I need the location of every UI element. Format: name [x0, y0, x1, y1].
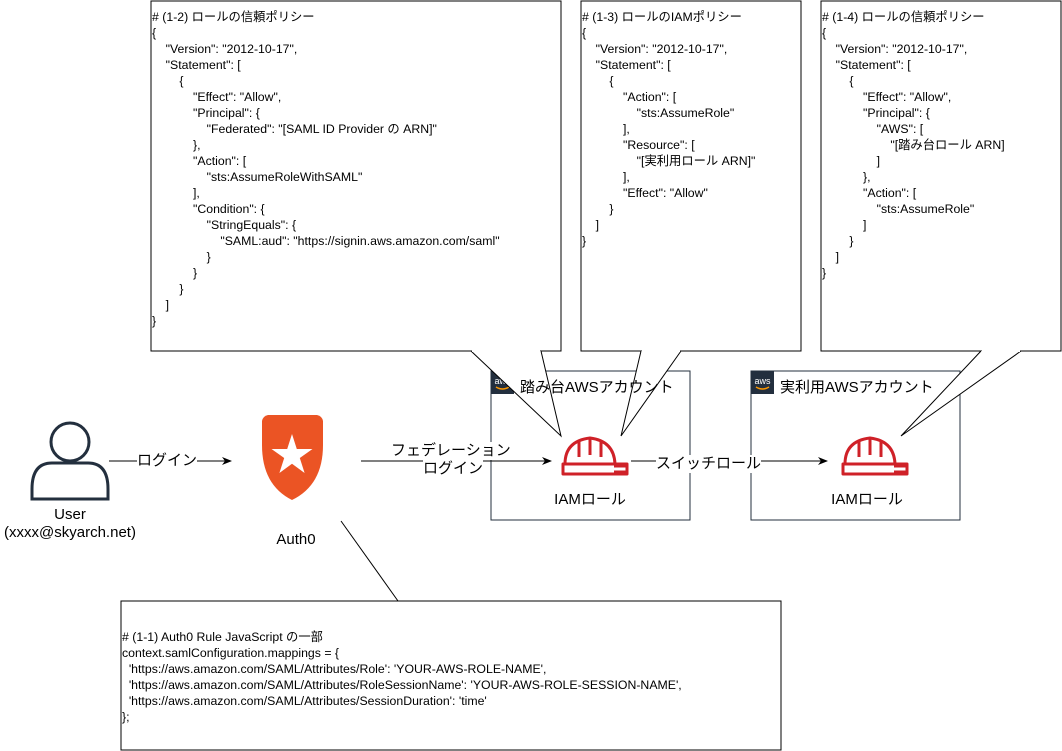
note-1-1-box[interactable]	[120, 600, 782, 751]
callout-tail	[340, 350, 1022, 602]
prod-account-box[interactable]	[750, 370, 961, 521]
note-1-4-box[interactable]	[820, 0, 1062, 352]
auth0-shield-icon[interactable]	[262, 415, 323, 500]
switch-role-edge-label: スイッチロール	[656, 455, 762, 473]
iam-role-hardhat-icon[interactable]	[841, 436, 909, 476]
note-1-1-auth0-rule: # (1-1) Auth0 Rule JavaScript の一部 contex…	[122, 630, 682, 724]
jump-account-title: 踏み台AWSアカウント	[520, 379, 674, 396]
federation-edge-label-line2: ログイン	[423, 460, 484, 478]
note-1-2-trust-policy: # (1-2) ロールの信頼ポリシー { "Version": "2012-10…	[152, 10, 500, 328]
iam-role-hardhat-icon[interactable]	[561, 436, 629, 476]
note-1-3-box[interactable]	[580, 0, 802, 352]
iam-role-label-jump: IAMロール	[554, 491, 626, 508]
auth0-label: Auth0	[276, 531, 316, 548]
svg-text:aws: aws	[754, 376, 771, 386]
note-1-4-trust-policy: # (1-4) ロールの信頼ポリシー { "Version": "2012-10…	[822, 10, 1005, 280]
user-icon[interactable]	[30, 421, 110, 501]
login-edge-label: ログイン	[137, 452, 198, 470]
prod-account-title: 実利用AWSアカウント	[780, 379, 934, 396]
user-email: (xxxx@skyarch.net)	[4, 524, 136, 541]
iam-role-label-prod: IAMロール	[831, 491, 903, 508]
federation-edge-label-line1: フェデレーション	[391, 442, 511, 460]
note-1-3-iam-policy: # (1-3) ロールのIAMポリシー { "Version": "2012-1…	[582, 10, 756, 248]
note-1-2-box[interactable]	[150, 0, 562, 352]
user-label: User	[54, 506, 86, 523]
aws-logo-icon: aws	[751, 371, 774, 394]
